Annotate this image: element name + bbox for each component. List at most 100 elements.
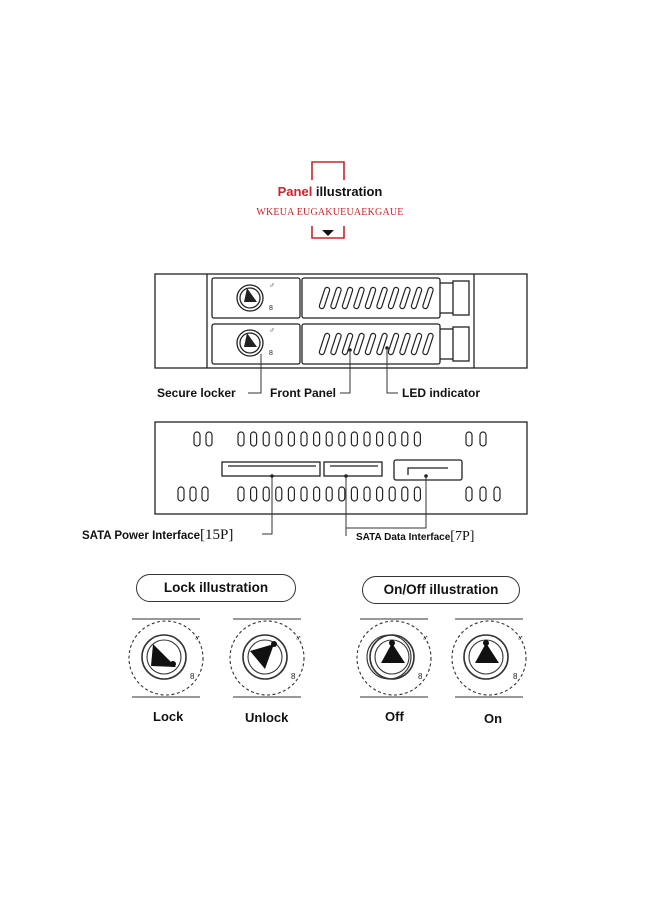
svg-text:8: 8 [513, 672, 518, 681]
svg-text:♂: ♂ [269, 326, 275, 335]
rear-slot [262, 431, 270, 447]
rear-slot [363, 431, 371, 447]
svg-text:8: 8 [269, 305, 273, 312]
svg-text:8: 8 [190, 672, 195, 681]
rear-slot [275, 486, 283, 502]
front-slot [422, 332, 434, 356]
rear-slot [388, 431, 396, 447]
sata-power-label: SATA Power Interface[15P] [82, 527, 233, 544]
rear-slot [350, 486, 358, 502]
svg-text:♂: ♂ [194, 633, 201, 643]
rear-slot [237, 431, 245, 447]
rear-slot [205, 431, 213, 447]
front-leader-dots [348, 346, 389, 352]
rear-slot [465, 486, 473, 502]
rear-slot [287, 486, 295, 502]
led-indicator-label: LED indicator [402, 386, 481, 400]
panel-illustration-title: Panel illustration [0, 184, 660, 199]
rear-slot [401, 486, 409, 502]
front-slot [422, 286, 434, 310]
sata-data-label: SATA Data Interface[7P] [356, 529, 474, 545]
down-arrow-icon [322, 230, 334, 236]
front-slot [330, 332, 342, 356]
front-slot [376, 332, 388, 356]
front-slot [330, 286, 342, 310]
panel-illustration-subtitle: WKEUA EUGAKUEUAEKGAUE [256, 207, 404, 218]
rear-slot [479, 431, 487, 447]
state-icon-symbols: ♂ 8 ♂ 8 ♂ 8 ♂ 8 [190, 633, 524, 681]
svg-text:♂: ♂ [269, 281, 275, 290]
front-slot [387, 332, 400, 356]
rear-slot [350, 431, 358, 447]
svg-text:♂: ♂ [517, 633, 524, 643]
title-rest: illustration [312, 184, 383, 199]
sata-power-name: SATA Power Interface [82, 530, 201, 542]
rear-slot [189, 486, 197, 502]
front-slot [364, 332, 377, 356]
front-slot [341, 286, 354, 310]
state-icons [128, 618, 527, 698]
front-slot [353, 286, 365, 310]
off-state-icon [356, 618, 432, 698]
rear-slot [479, 486, 487, 502]
rear-slot [300, 486, 308, 502]
rear-slot [493, 486, 501, 502]
front-lock-icons: ♂ 8 ♂ 8 [244, 281, 275, 357]
front-slot [387, 286, 400, 310]
lock-illustration-title: Lock illustration [136, 574, 296, 602]
rear-slot [376, 431, 384, 447]
header-bracket [311, 161, 345, 239]
rear-slot [287, 431, 295, 447]
front-slot [364, 286, 377, 310]
lock-state-label: Lock [153, 709, 184, 724]
front-slot [376, 286, 388, 310]
front-slot [318, 332, 331, 356]
svg-text:8: 8 [418, 672, 423, 681]
svg-text:8: 8 [291, 672, 296, 681]
rear-leader-dots [270, 474, 428, 478]
sata-data-name: SATA Data Interface [356, 532, 451, 543]
unlock-state-label: Unlock [245, 710, 289, 725]
svg-text:8: 8 [269, 350, 273, 357]
rear-slot [250, 486, 258, 502]
front-slot [341, 332, 354, 356]
front-slot [318, 286, 331, 310]
front-leader-lines [248, 350, 398, 394]
rear-slot [325, 431, 333, 447]
off-state-label: Off [385, 709, 404, 724]
secure-locker-label: Secure locker [157, 386, 236, 400]
front-slot [399, 286, 411, 310]
sata-power-pins: [15P] [200, 527, 234, 543]
rear-slot [325, 486, 333, 502]
rear-slot [376, 486, 384, 502]
onoff-illustration-title: On/Off illustration [362, 576, 520, 604]
front-slot [353, 332, 365, 356]
sata-data-pins: [7P] [450, 529, 475, 544]
rear-slot [338, 486, 346, 502]
rear-slot [250, 431, 258, 447]
unlock-state-icon [229, 618, 305, 698]
rear-slot [300, 431, 308, 447]
rear-slot [237, 486, 245, 502]
rear-slot [338, 431, 346, 447]
rear-leader-lines [262, 476, 427, 536]
svg-text:♂: ♂ [295, 633, 302, 643]
front-slot [399, 332, 411, 356]
rear-slot [401, 431, 409, 447]
rear-vent-slots [177, 431, 501, 502]
rear-slot [275, 431, 283, 447]
front-slot [410, 332, 423, 356]
rear-slot [201, 486, 209, 502]
rear-slot [465, 431, 473, 447]
rear-slot [177, 486, 185, 502]
svg-text:♂: ♂ [422, 633, 429, 643]
front-panel-label: Front Panel [270, 386, 337, 400]
rear-slot [313, 486, 321, 502]
on-state-icon [451, 618, 527, 698]
on-state-label: On [484, 711, 503, 726]
rear-slot [262, 486, 270, 502]
lock-state-icon [128, 618, 204, 698]
rear-slot [413, 431, 421, 447]
rear-slot [193, 431, 201, 447]
